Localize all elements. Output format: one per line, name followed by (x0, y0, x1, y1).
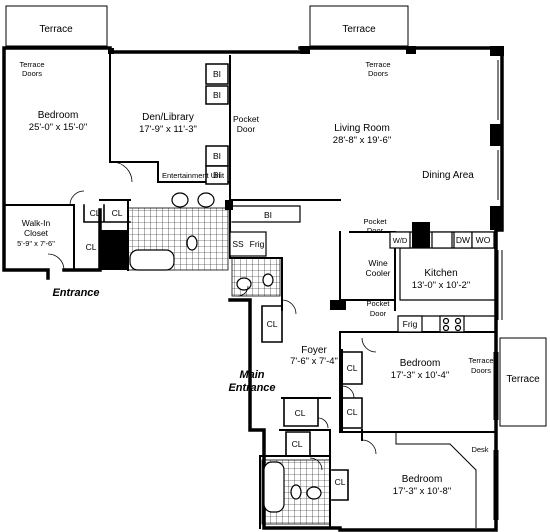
wd-label: W/D (393, 236, 408, 245)
fixtures (129, 192, 495, 513)
cl-label-7: CL (295, 408, 306, 418)
bi-label-1: BI (213, 69, 221, 79)
frig-1-label: Frig (250, 239, 265, 249)
closet-walls (83, 204, 363, 501)
toilet-hall (290, 484, 302, 500)
windows (493, 60, 503, 520)
foyer-name: Foyer (301, 345, 327, 356)
frig-kitchen (397, 315, 423, 333)
dining-label: Dining Area (422, 170, 474, 181)
terrace-doors-1-label: Terrace (19, 60, 44, 69)
living-name: Living Room (334, 123, 390, 134)
bi-label-2: BI (213, 90, 221, 100)
bi-box-1 (205, 63, 229, 85)
cl-label-5: CL (347, 363, 358, 373)
dw-label: DW (456, 235, 470, 245)
terrace-doors-3-label: Terrace (468, 356, 493, 365)
cl-label-6: CL (347, 407, 358, 417)
terrace-right-label: Terrace (506, 374, 540, 385)
pocket-door-2b-label: Door (367, 226, 384, 235)
entrance-label: Entrance (52, 287, 99, 299)
pocket-door-3-label: Pocket (367, 299, 391, 308)
toilet-powder (262, 273, 274, 287)
bi-label-3: BI (213, 151, 221, 161)
cl-label-8: CL (292, 439, 303, 449)
bedroom-2-dims: 17'-3" x 10'-4" (391, 370, 449, 381)
builtin-boxes (205, 63, 229, 185)
cl-label-9: CL (335, 477, 346, 487)
terrace-top-right-label: Terrace (342, 24, 376, 35)
wo-label: WO (476, 235, 491, 245)
cl-label-3: CL (86, 242, 97, 252)
kitchen-dims: 13'-0" x 10'-2" (412, 280, 470, 291)
sink-powder (236, 277, 252, 291)
den-builtin (231, 205, 301, 223)
bedroom-1-name: Bedroom (38, 110, 79, 121)
sink-kitchen (431, 231, 453, 249)
pocket-door-1b-label: Door (237, 124, 256, 134)
pocket-door-2-label: Pocket (364, 217, 388, 226)
sink-hall (306, 486, 322, 500)
main-entrance-label-2: Entrance (228, 382, 275, 394)
terraces (5, 5, 547, 427)
sink-master-2 (197, 192, 215, 208)
bi-box-2 (205, 85, 229, 105)
tub-hall (263, 461, 285, 513)
wd-box (389, 231, 411, 249)
bedroom-2-name: Bedroom (400, 358, 441, 369)
living-dims: 28'-8" x 19'-6" (333, 135, 391, 146)
bedroom-3-name: Bedroom (402, 474, 443, 485)
cl-label-2: CL (112, 208, 123, 218)
desk-outline (395, 432, 477, 528)
den-dims: 17'-9" x 11'-3" (139, 124, 197, 135)
terrace-doors-2b-label: Doors (368, 69, 388, 78)
wo-box (471, 231, 495, 249)
walkin-dims: 5'-9" x 7'-6" (17, 239, 55, 248)
bedroom-3-dims: 17'-3" x 10'-8" (393, 486, 451, 497)
walkin-label-1: Walk-In (22, 218, 51, 228)
foyer-dims: 7'-6" x 7'-4" (290, 356, 338, 367)
entertainment-label: Entertainment Unit (162, 171, 225, 180)
wine-label-2: Cooler (365, 268, 390, 278)
pocket-door-3b-label: Door (370, 309, 387, 318)
door-swings (47, 161, 377, 471)
room-labels: Terrace Terrace Terrace Terrace Doors Te… (17, 24, 540, 497)
main-entrance-label-1: Main (239, 369, 264, 381)
bi-label-4: BI (213, 170, 221, 180)
walkin-label-2: Closet (24, 228, 49, 238)
terrace-doors-2-label: Terrace (365, 60, 390, 69)
bedroom-1-dims: 25'-0" x 15'-0" (29, 122, 87, 133)
kitchen-name: Kitchen (424, 268, 457, 279)
wine-label-1: Wine (368, 258, 388, 268)
terrace-right (499, 337, 547, 427)
toilet-master (186, 235, 198, 251)
columns (100, 46, 504, 310)
sink-master-1 (171, 192, 189, 208)
desk-label: Desk (471, 445, 488, 454)
tub-master (129, 249, 175, 271)
ss-frig-box (229, 231, 267, 257)
bi-box-4 (205, 165, 229, 185)
cl-label-1: CL (90, 208, 101, 218)
terrace-doors-1b-label: Doors (22, 69, 42, 78)
terrace-left-label: Terrace (39, 24, 73, 35)
cl-label-4: CL (267, 319, 278, 329)
bi-label-5: BI (264, 210, 272, 220)
terrace-left (5, 5, 108, 47)
terrace-top-right (309, 5, 409, 47)
den-name: Den/Library (142, 112, 194, 123)
ss-label: SS (232, 239, 244, 249)
terrace-doors-3b-label: Doors (471, 366, 491, 375)
pocket-door-1-label: Pocket (233, 114, 260, 124)
frig-2-label: Frig (403, 319, 418, 329)
